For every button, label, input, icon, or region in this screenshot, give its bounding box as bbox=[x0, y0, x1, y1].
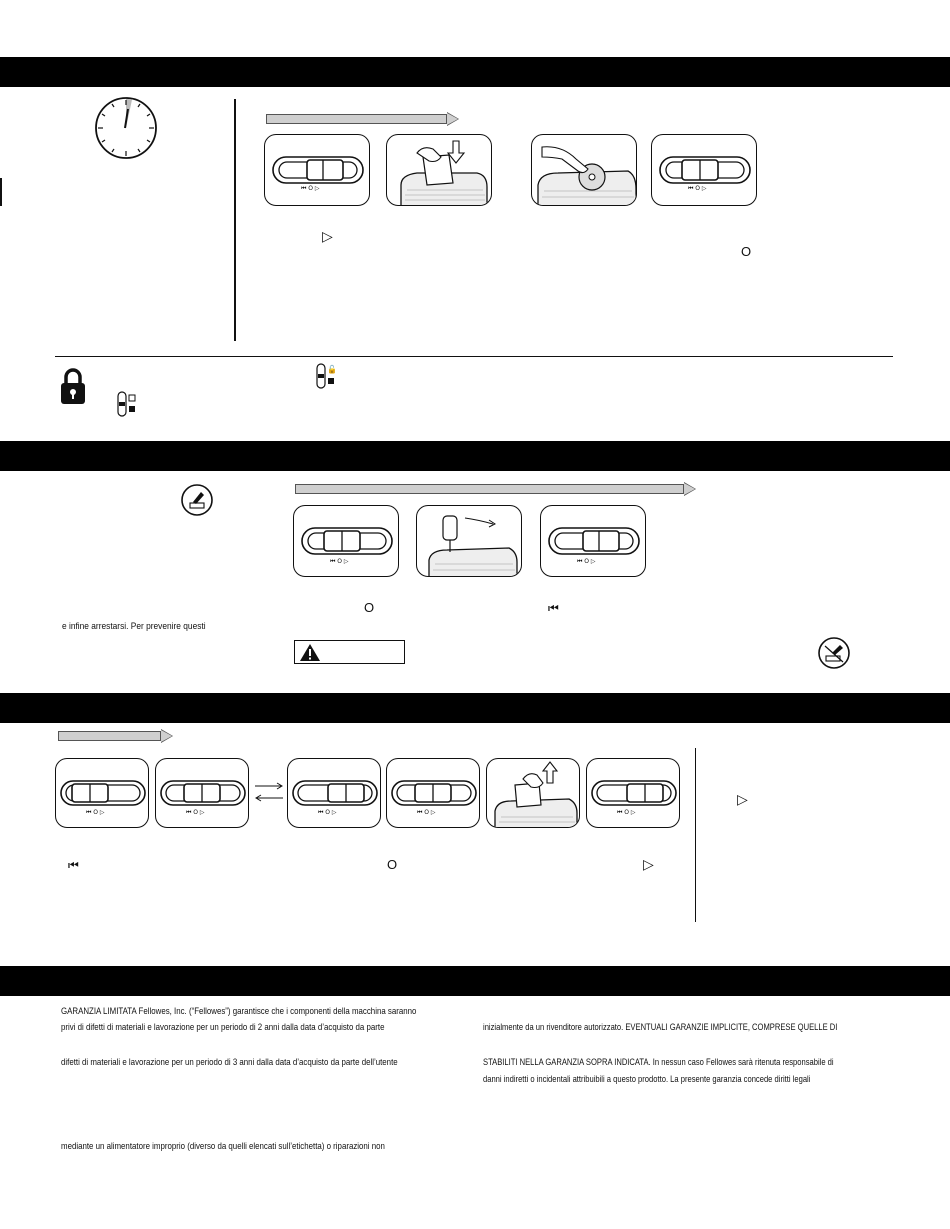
switch-panel: ⏮ O ▷ bbox=[287, 758, 381, 828]
switch-panel: ⏮ O ▷ bbox=[540, 505, 646, 577]
edge-mark bbox=[0, 178, 2, 206]
section-bar-oiling bbox=[0, 441, 950, 471]
switch-panel: ⏮ O ▷ bbox=[651, 134, 757, 206]
forward-symbol: ▷ bbox=[643, 857, 654, 873]
section1-divider bbox=[234, 99, 236, 341]
svg-text:⏮ O ▷: ⏮ O ▷ bbox=[86, 809, 105, 816]
warranty-right-line-3: danni indiretti o incidentali attribuibi… bbox=[483, 1074, 811, 1085]
sequence-arrow-oil bbox=[295, 482, 696, 496]
sequence-arrow-jam bbox=[58, 729, 173, 743]
reverse-symbol: ⏮ bbox=[548, 601, 559, 615]
forward-symbol: ▷ bbox=[737, 792, 748, 808]
svg-text:⏮ O ▷: ⏮ O ▷ bbox=[417, 809, 436, 816]
clock-icon bbox=[95, 97, 157, 159]
switch-panel: ⏮ O ▷ bbox=[586, 758, 680, 828]
section-bar-jam bbox=[0, 693, 950, 723]
switch-panel: ⏮ O ▷ bbox=[386, 758, 480, 828]
section-bar-warranty bbox=[0, 966, 950, 996]
svg-text:⏮ O ▷: ⏮ O ▷ bbox=[688, 185, 707, 192]
warranty-left-line-4: mediante un alimentatore improprio (dive… bbox=[61, 1141, 385, 1152]
off-symbol: O bbox=[387, 857, 398, 872]
svg-text:⏮ O ▷: ⏮ O ▷ bbox=[617, 809, 636, 816]
svg-text:⏮ O ▷: ⏮ O ▷ bbox=[301, 185, 320, 192]
off-symbol: O bbox=[364, 600, 375, 615]
warranty-left-line-1: GARANZIA LIMITATA Fellowes, Inc. (“Fello… bbox=[61, 1006, 417, 1017]
reverse-symbol: ⏮ bbox=[68, 858, 79, 872]
lock-divider bbox=[55, 356, 893, 357]
section3-divider bbox=[695, 748, 696, 922]
warning-icon bbox=[300, 644, 320, 661]
off-symbol: O bbox=[741, 244, 752, 259]
oil-cartridge-icon bbox=[181, 484, 213, 516]
warranty-right-line-2: STABILITI NELLA GARANZIA SOPRA INDICATA.… bbox=[483, 1057, 834, 1068]
sequence-arrow-shred bbox=[266, 112, 459, 126]
oil-text-fragment: e infine arrestarsi. Per prevenire quest… bbox=[62, 621, 206, 632]
forward-symbol: ▷ bbox=[322, 229, 333, 245]
warranty-right-line-1: inizialmente da un rivenditore autorizza… bbox=[483, 1022, 838, 1033]
svg-text:🔓: 🔓 bbox=[327, 364, 337, 374]
switch-panel: ⏮ O ▷ bbox=[55, 758, 149, 828]
warning-box bbox=[294, 640, 405, 664]
paper-insert-panel bbox=[386, 134, 492, 206]
warranty-left-line-2: privi di difetti di materiali e lavorazi… bbox=[61, 1022, 385, 1033]
paper-remove-panel bbox=[486, 758, 580, 828]
switch-panel: ⏮ O ▷ bbox=[155, 758, 249, 828]
lock-switch-icon: 🔓 bbox=[316, 363, 337, 389]
svg-text:⏮ O ▷: ⏮ O ▷ bbox=[330, 558, 349, 565]
switch-panel: ⏮ O ▷ bbox=[264, 134, 370, 206]
section-bar-shredding bbox=[0, 57, 950, 87]
svg-text:⏮ O ▷: ⏮ O ▷ bbox=[318, 809, 337, 816]
switch-panel: ⏮ O ▷ bbox=[293, 505, 399, 577]
oil-application-panel bbox=[416, 505, 522, 577]
alternate-arrows-icon bbox=[255, 782, 283, 802]
cd-insert-panel bbox=[531, 134, 637, 206]
padlock-icon bbox=[61, 368, 85, 404]
warranty-left-line-3: difetti di materiali e lavorazione per u… bbox=[61, 1057, 398, 1068]
lock-switch-icon bbox=[117, 391, 136, 417]
svg-text:⏮ O ▷: ⏮ O ▷ bbox=[186, 809, 205, 816]
no-oil-icon bbox=[818, 637, 850, 669]
svg-text:⏮ O ▷: ⏮ O ▷ bbox=[577, 558, 596, 565]
